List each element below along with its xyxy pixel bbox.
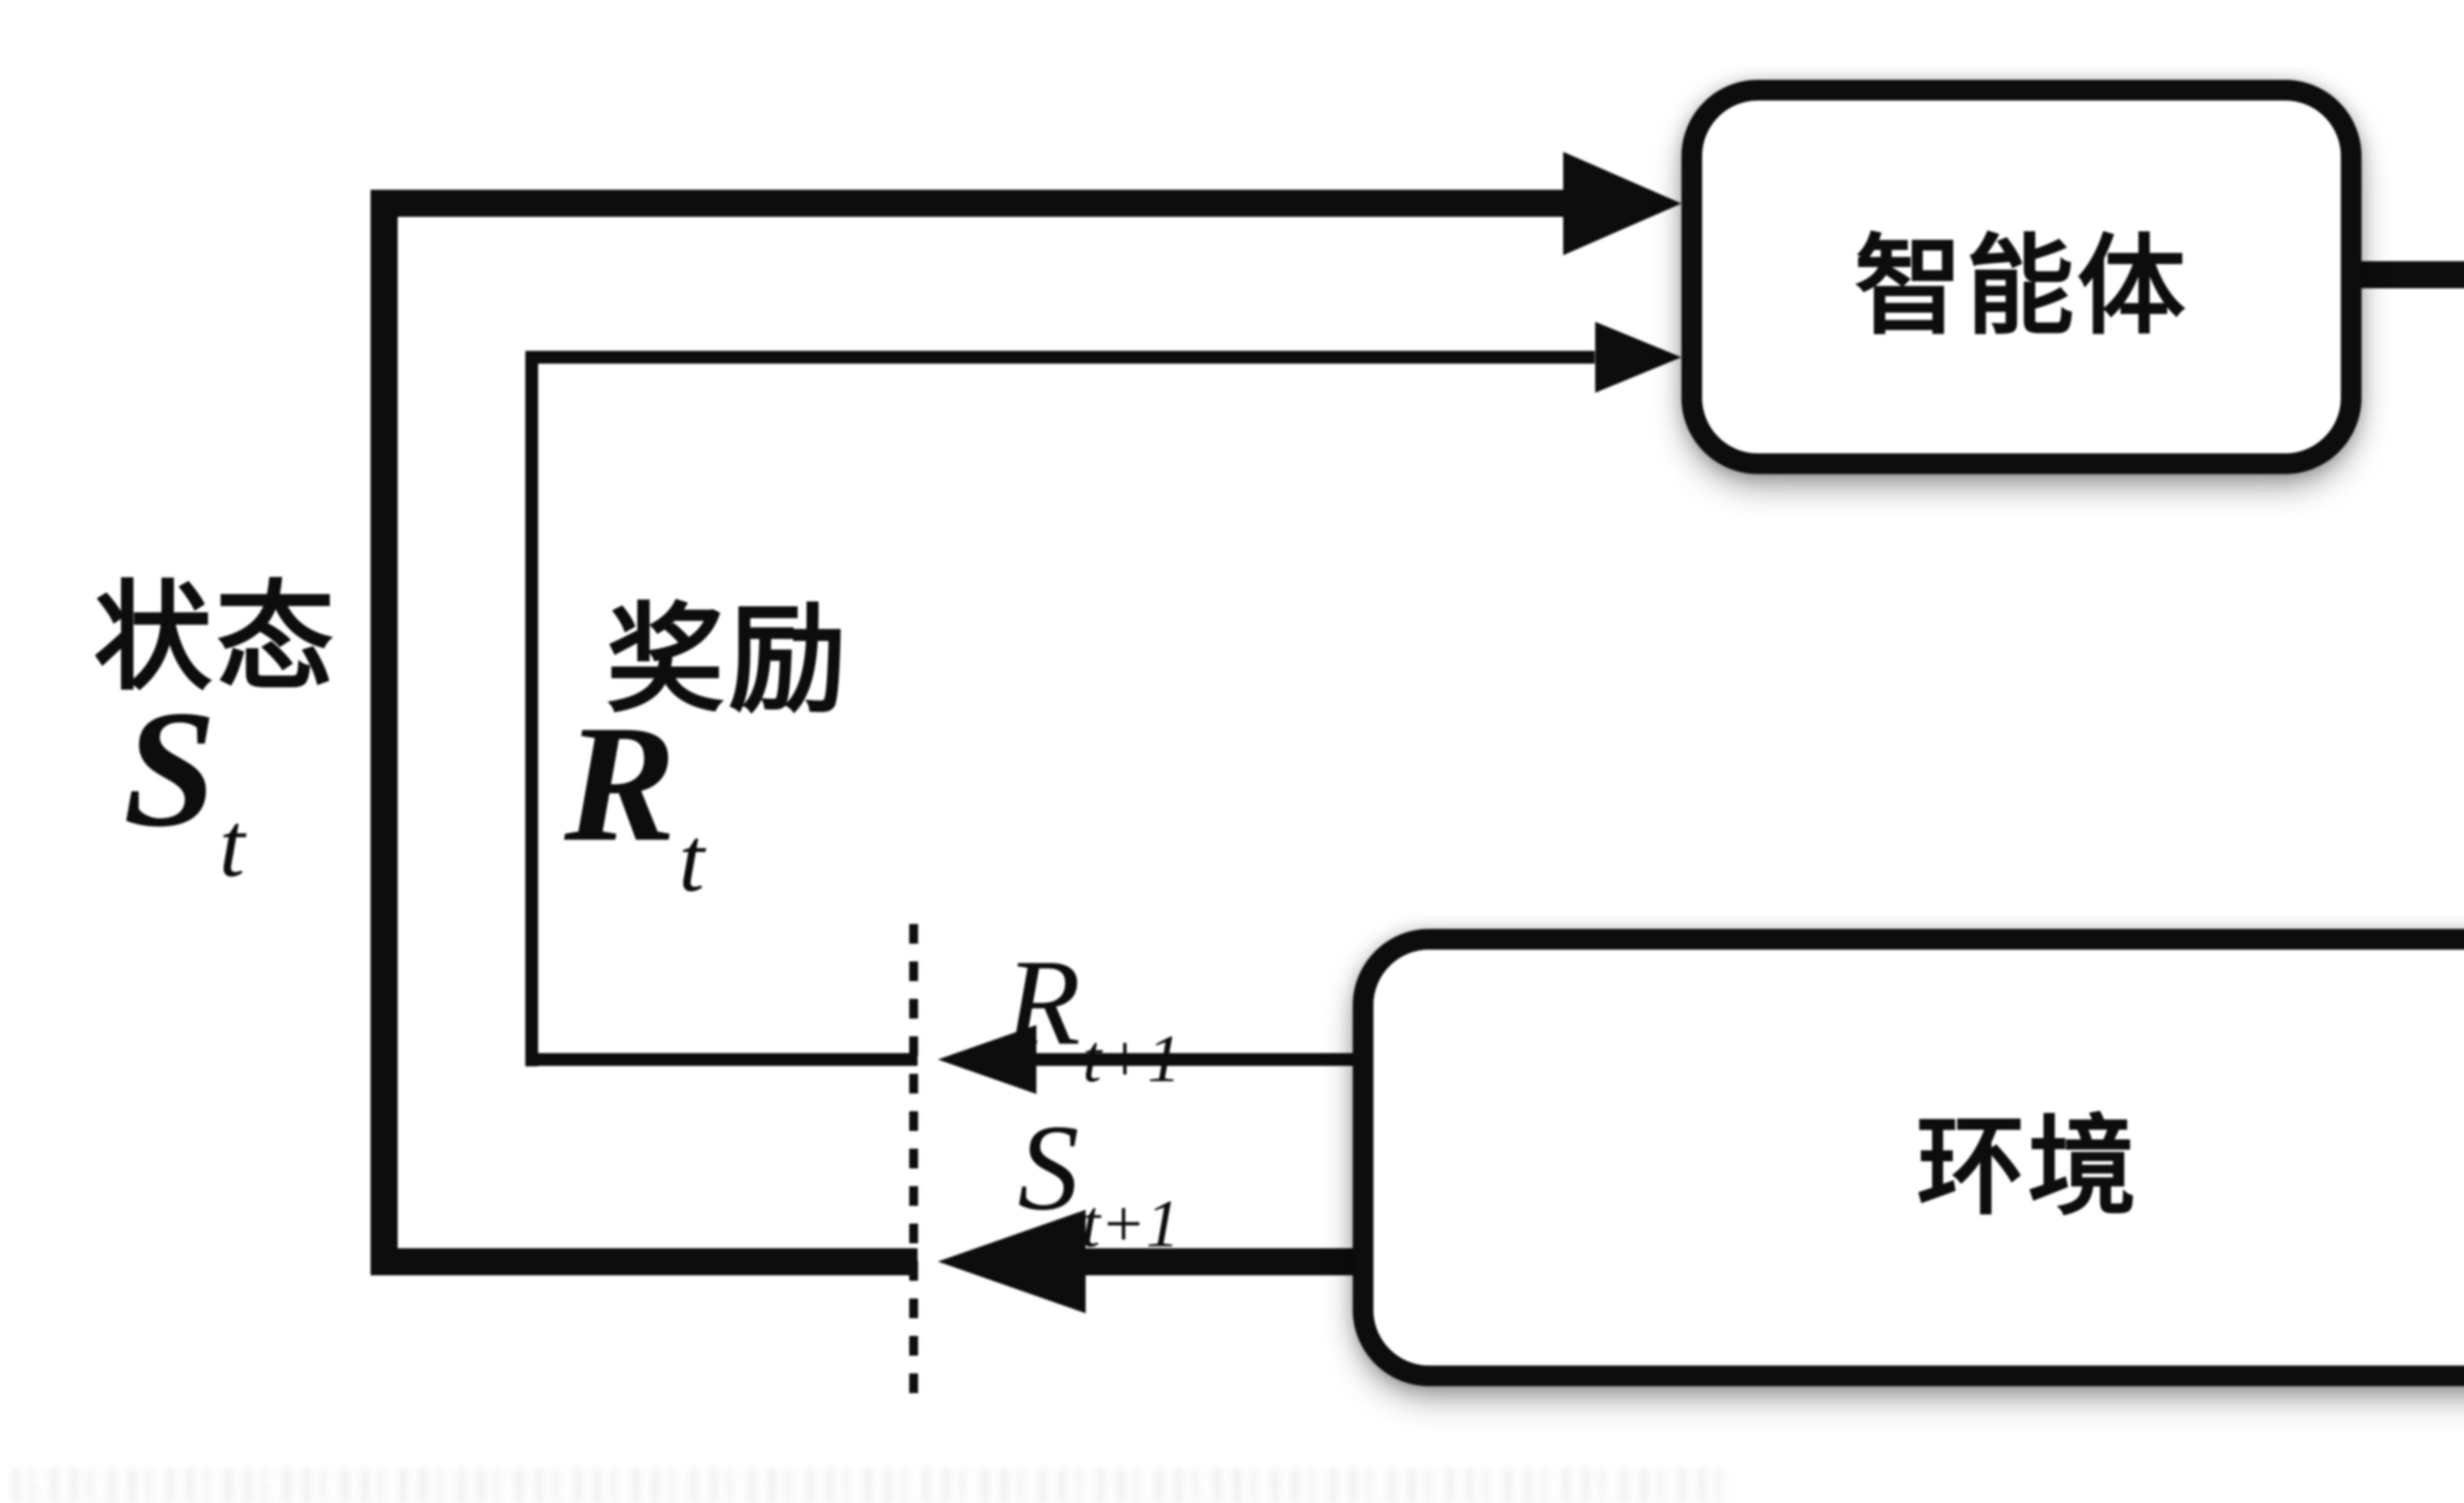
state-symbol-subscript: t	[219, 793, 245, 896]
next-reward-arrowhead	[936, 1025, 1036, 1094]
reward-line-vertical	[525, 351, 538, 1066]
action-line-top-horizontal	[2358, 261, 2464, 288]
reward-symbol-letter: R	[564, 690, 676, 876]
reward-symbol-subscript: t	[679, 808, 705, 911]
state-line-top-horizontal	[371, 190, 1566, 217]
next-state-arrowhead	[936, 1210, 1086, 1313]
next-reward-symbol-subscript: t+1	[1082, 1020, 1181, 1096]
next-state-symbol-letter: S	[1018, 1099, 1079, 1236]
reward-symbol: Rt	[564, 700, 704, 906]
reward-line-top-horizontal	[525, 351, 1595, 364]
state-into-agent-arrowhead	[1563, 152, 1683, 255]
next-reward-symbol-letter: R	[1005, 934, 1081, 1071]
next-state-line-left-segment	[371, 1248, 918, 1275]
next-state-symbol: St+1	[1018, 1106, 1180, 1258]
next-reward-line-from-environment	[1035, 1053, 1365, 1066]
next-state-line-from-environment	[1084, 1248, 1365, 1275]
reward-label: 奖励	[606, 595, 851, 726]
state-symbol-letter: S	[123, 676, 217, 861]
environment-box: 环境	[1353, 929, 2464, 1386]
state-label: 状态	[94, 573, 339, 704]
cropped-caption-strip	[12, 1468, 1737, 1503]
agent-box: 智能体	[1681, 80, 2361, 474]
next-reward-symbol: Rt+1	[1005, 941, 1181, 1093]
next-reward-line-left-segment	[525, 1053, 918, 1066]
state-symbol: St	[123, 685, 245, 891]
next-state-symbol-subscript: t+1	[1081, 1185, 1180, 1261]
reward-into-agent-arrowhead	[1595, 322, 1683, 393]
state-line-vertical	[371, 190, 398, 1275]
environment-box-label: 环境	[1916, 1108, 2139, 1228]
timestep-boundary-dashed-line	[909, 924, 918, 1397]
agent-box-label: 智能体	[1854, 227, 2189, 347]
